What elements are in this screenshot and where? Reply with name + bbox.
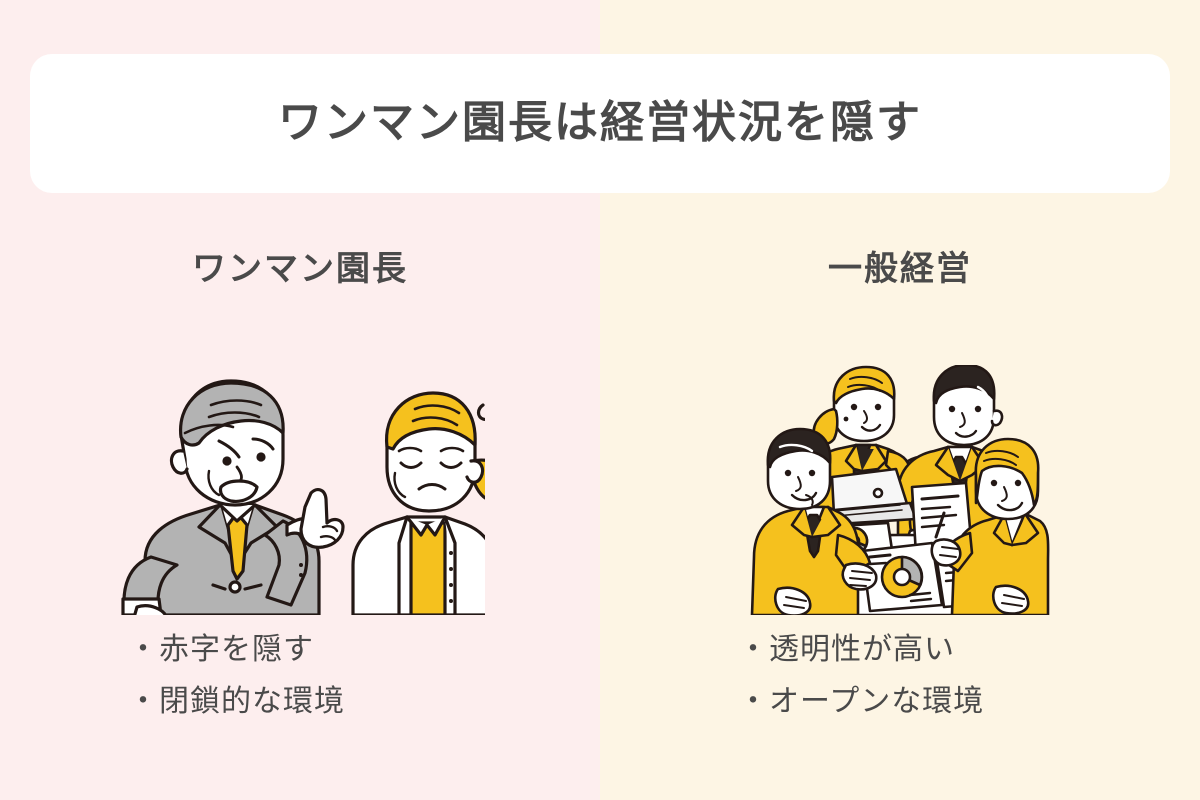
title-card: ワンマン園長は経営状況を隠す — [30, 54, 1170, 193]
illustration-team-meeting-with-charts — [600, 345, 1200, 615]
column-heading-right: 一般経営 — [828, 250, 972, 288]
list-item: ・透明性が高い — [738, 633, 955, 666]
column-general-management: 一般経営 — [600, 225, 1200, 785]
bullet-list-left: ・赤字を隠す ・閉鎖的な環境 — [0, 635, 600, 739]
angry-director-illustration-svg — [121, 379, 485, 615]
column-one-man-director: ワンマン園長 — [0, 225, 600, 785]
team-meeting-illustration-svg — [750, 365, 1050, 615]
bullet-list-right: ・透明性が高い ・オープンな環境 — [600, 635, 1200, 739]
list-item: ・オープンな環境 — [738, 685, 985, 718]
list-item: ・閉鎖的な環境 — [128, 685, 345, 718]
list-item: ・赤字を隠す — [128, 633, 314, 666]
page-title: ワンマン園長は経営状況を隠す — [278, 98, 922, 148]
column-heading-left: ワンマン園長 — [192, 250, 408, 288]
illustration-angry-director-and-upset-staff — [0, 345, 600, 615]
